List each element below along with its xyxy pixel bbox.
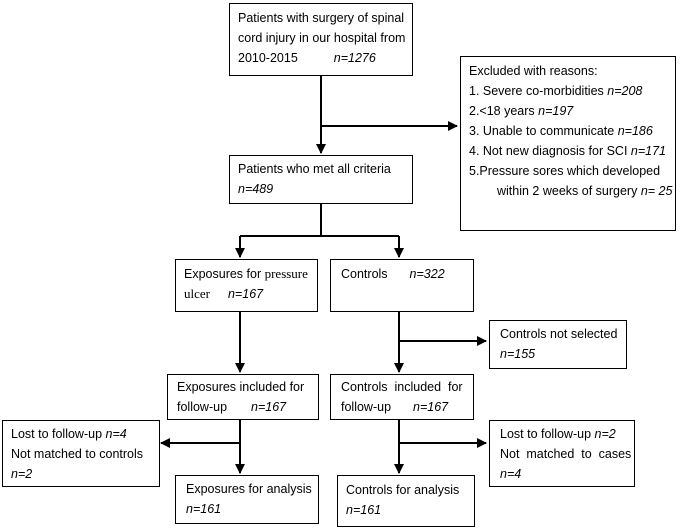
box-controls: Controls n=322	[330, 259, 474, 312]
excluded-reason-2-count: n=197	[538, 104, 574, 118]
exposures-line-2: ulcer n=167	[184, 284, 309, 304]
criteria-count: n=489	[238, 182, 274, 196]
start-years: 2010-2015	[238, 51, 298, 65]
box-controls-not-selected: Controls not selected n=155	[489, 320, 627, 369]
lost-right-line-1: Lost to follow-up n=2	[500, 424, 624, 444]
excluded-reason-3: 3. Unable to communicate n=186	[469, 121, 667, 141]
lost-right-count: n=2	[594, 427, 616, 441]
box-excluded-reasons: Excluded with reasons: 1. Severe co-morb…	[460, 56, 676, 231]
box-controls-included: Controls included for follow-up n=167	[330, 374, 474, 420]
exposures-label-a: Exposures for	[184, 267, 265, 281]
box-exposures: Exposures for pressure ulcer n=167	[175, 259, 318, 312]
excluded-reason-2-text: 2.<18 years	[469, 104, 539, 118]
lost-left-label: Lost to follow-up	[11, 427, 106, 441]
criteria-label: Patients who met all criteria	[238, 162, 391, 176]
excluded-title: Excluded with reasons:	[469, 64, 598, 78]
controls-included-count: n=167	[413, 400, 449, 414]
controls-count: n=322	[409, 267, 445, 281]
excluded-reason-3-text: 3. Unable to communicate	[469, 124, 618, 138]
excluded-reason-4-count: n=171	[630, 144, 666, 158]
excluded-reason-3-count: n=186	[617, 124, 653, 138]
excluded-reason-1: 1. Severe co-morbidities n=208	[469, 81, 667, 101]
excluded-reason-4-text: 4. Not new diagnosis for SCI	[469, 144, 631, 158]
exposures-included-line-1: Exposures included for	[177, 380, 305, 394]
box-start-patients: Patients with surgery of spinal cord inj…	[229, 3, 413, 76]
lost-left-count: n=4	[105, 427, 127, 441]
excluded-reason-4: 4. Not new diagnosis for SCI n=171	[469, 141, 667, 161]
start-count: n=1276	[333, 51, 376, 65]
lost-left-unmatched-count: n=2	[11, 467, 33, 481]
lost-left-line-2: Not matched to controls	[11, 447, 144, 461]
controls-analysis-count: n=161	[346, 503, 382, 517]
controls-line-1: Controls n=322	[341, 264, 463, 284]
exposures-included-label: follow-up	[177, 400, 228, 414]
box-controls-analysis: Controls for analysis n=161	[337, 475, 475, 527]
exposures-line-1: Exposures for pressure	[184, 264, 309, 284]
excluded-reason-5-text: within 2 weeks of surgery	[497, 184, 641, 198]
excluded-reason-1-text: 1. Severe co-morbidities	[469, 84, 608, 98]
exposures-label-c: ulcer	[184, 286, 210, 301]
exposures-analysis-label: Exposures for analysis	[186, 482, 312, 496]
excluded-reason-5-count: n= 25	[640, 184, 673, 198]
controls-label: Controls	[341, 267, 388, 281]
exposures-label-b: pressure	[264, 266, 308, 281]
exposures-count: n=167	[227, 287, 264, 301]
excluded-reason-2: 2.<18 years n=197	[469, 101, 667, 121]
exposures-included-count: n=167	[251, 400, 287, 414]
controls-included-line-1: Controls included for	[341, 380, 463, 394]
excluded-reason-5-line-2: within 2 weeks of surgery n= 25	[469, 181, 672, 201]
box-exposures-included: Exposures included for follow-up n=167	[167, 374, 319, 420]
start-line-1: Patients with surgery of spinal	[238, 11, 405, 25]
controls-included-label: follow-up	[341, 400, 392, 414]
excluded-reason-5-line-1: 5.Pressure sores which developed	[469, 164, 661, 178]
start-line-2: cord injury in our hospital from	[238, 31, 406, 45]
lost-right-line-2: Not matched to cases	[500, 447, 632, 461]
excluded-reason-1-count: n=208	[607, 84, 643, 98]
lost-left-line-1: Lost to follow-up n=4	[11, 424, 151, 444]
box-lost-left: Lost to follow-up n=4 Not matched to con…	[2, 420, 160, 487]
controls-included-line-2: follow-up n=167	[341, 397, 463, 417]
lost-right-label: Lost to follow-up	[500, 427, 595, 441]
box-exposures-analysis: Exposures for analysis n=161	[175, 475, 319, 524]
controls-not-selected-count: n=155	[500, 347, 536, 361]
controls-analysis-label: Controls for analysis	[346, 483, 460, 497]
lost-right-unmatched-count: n=4	[500, 467, 522, 481]
start-line-3: 2010-2015 n=1276	[238, 48, 404, 68]
controls-not-selected-label: Controls not selected	[500, 327, 618, 341]
exposures-analysis-count: n=161	[186, 502, 222, 516]
exposures-included-line-2: follow-up n=167	[177, 397, 309, 417]
box-lost-right: Lost to follow-up n=2 Not matched to cas…	[489, 420, 635, 487]
box-met-criteria: Patients who met all criteria n=489	[229, 155, 413, 204]
